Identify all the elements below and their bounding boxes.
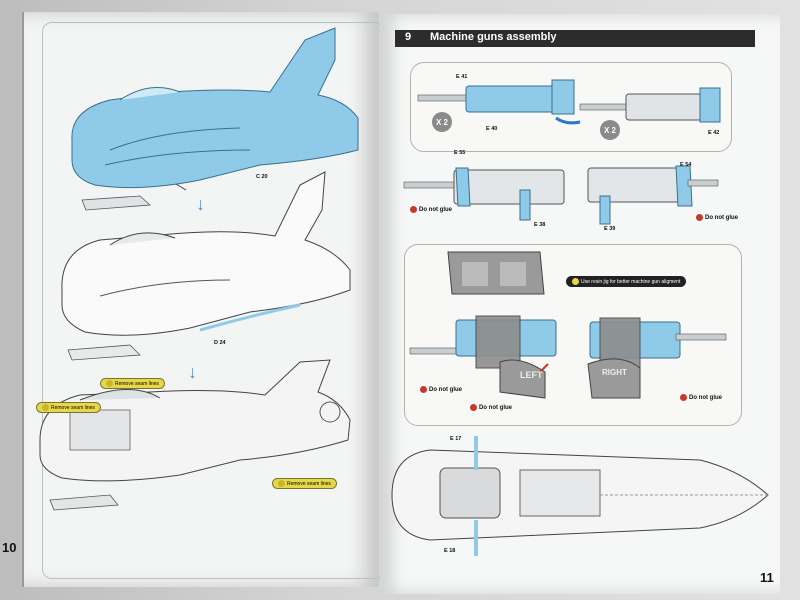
remove-seam-note: Remove seam lines — [36, 402, 101, 413]
gun-blue-drawing — [417, 79, 575, 115]
jig-note: Use resin jig for better machine gun ali… — [566, 276, 687, 287]
no-glue-icon — [470, 404, 477, 411]
no-glue-icon — [420, 386, 427, 393]
step-number: 9 — [405, 31, 412, 43]
part-label-e55: E 55 — [454, 150, 466, 156]
warning-icon — [106, 380, 113, 387]
quantity-badge: X 2 — [600, 120, 620, 140]
remove-seam-note: Remove seam lines — [272, 478, 337, 489]
do-not-glue-note: Do not glue — [696, 214, 738, 221]
gun-pair-left-drawing — [403, 167, 565, 221]
gun-pair-right-drawing — [587, 165, 719, 225]
no-glue-icon — [410, 206, 417, 213]
info-icon — [572, 278, 579, 285]
remove-seam-note: Remove seam lines — [100, 378, 165, 389]
left-page-number: 10 — [2, 540, 17, 555]
no-glue-icon — [696, 214, 703, 221]
warning-icon — [42, 404, 49, 411]
down-arrow-icon: ↓ — [188, 362, 197, 382]
part-label-e17: E 17 — [450, 436, 462, 442]
gun-assembled-drawing — [579, 87, 721, 123]
down-arrow-icon: ↓ — [196, 194, 205, 214]
part-label-e54: E 54 — [680, 162, 692, 168]
do-not-glue-note: Do not glue — [410, 206, 452, 213]
part-label-e39: E 39 — [604, 226, 616, 232]
quantity-badge: X 2 — [432, 112, 452, 132]
do-not-glue-note: Do not glue — [470, 404, 512, 411]
do-not-glue-note: Do not glue — [420, 386, 462, 393]
resin-jig-drawing — [447, 251, 545, 295]
right-page-number: 11 — [760, 570, 774, 585]
fuselage-outline-drawing — [61, 171, 351, 361]
part-label-c20: C 20 — [256, 174, 268, 180]
part-label-e42: E 42 — [708, 130, 720, 136]
step-title: Machine guns assembly — [430, 31, 557, 43]
gun-in-jig-left-drawing — [409, 315, 557, 399]
gun-in-jig-right-drawing — [587, 317, 727, 399]
warning-icon — [278, 480, 285, 487]
right-marker: RIGHT — [602, 368, 627, 377]
part-label-d24: D 24 — [214, 340, 226, 346]
left-marker: LEFT — [520, 370, 543, 380]
do-not-glue-note: Do not glue — [680, 394, 722, 401]
fuselage-blue-drawing — [71, 27, 359, 211]
fuselage-sectioned-drawing — [39, 359, 351, 511]
part-label-e38: E 38 — [534, 222, 546, 228]
step-header-bar — [395, 30, 755, 47]
no-glue-icon — [680, 394, 687, 401]
part-label-e41: E 41 — [456, 74, 468, 80]
part-label-e18: E 18 — [444, 548, 456, 554]
part-label-e40: E 40 — [486, 126, 498, 132]
